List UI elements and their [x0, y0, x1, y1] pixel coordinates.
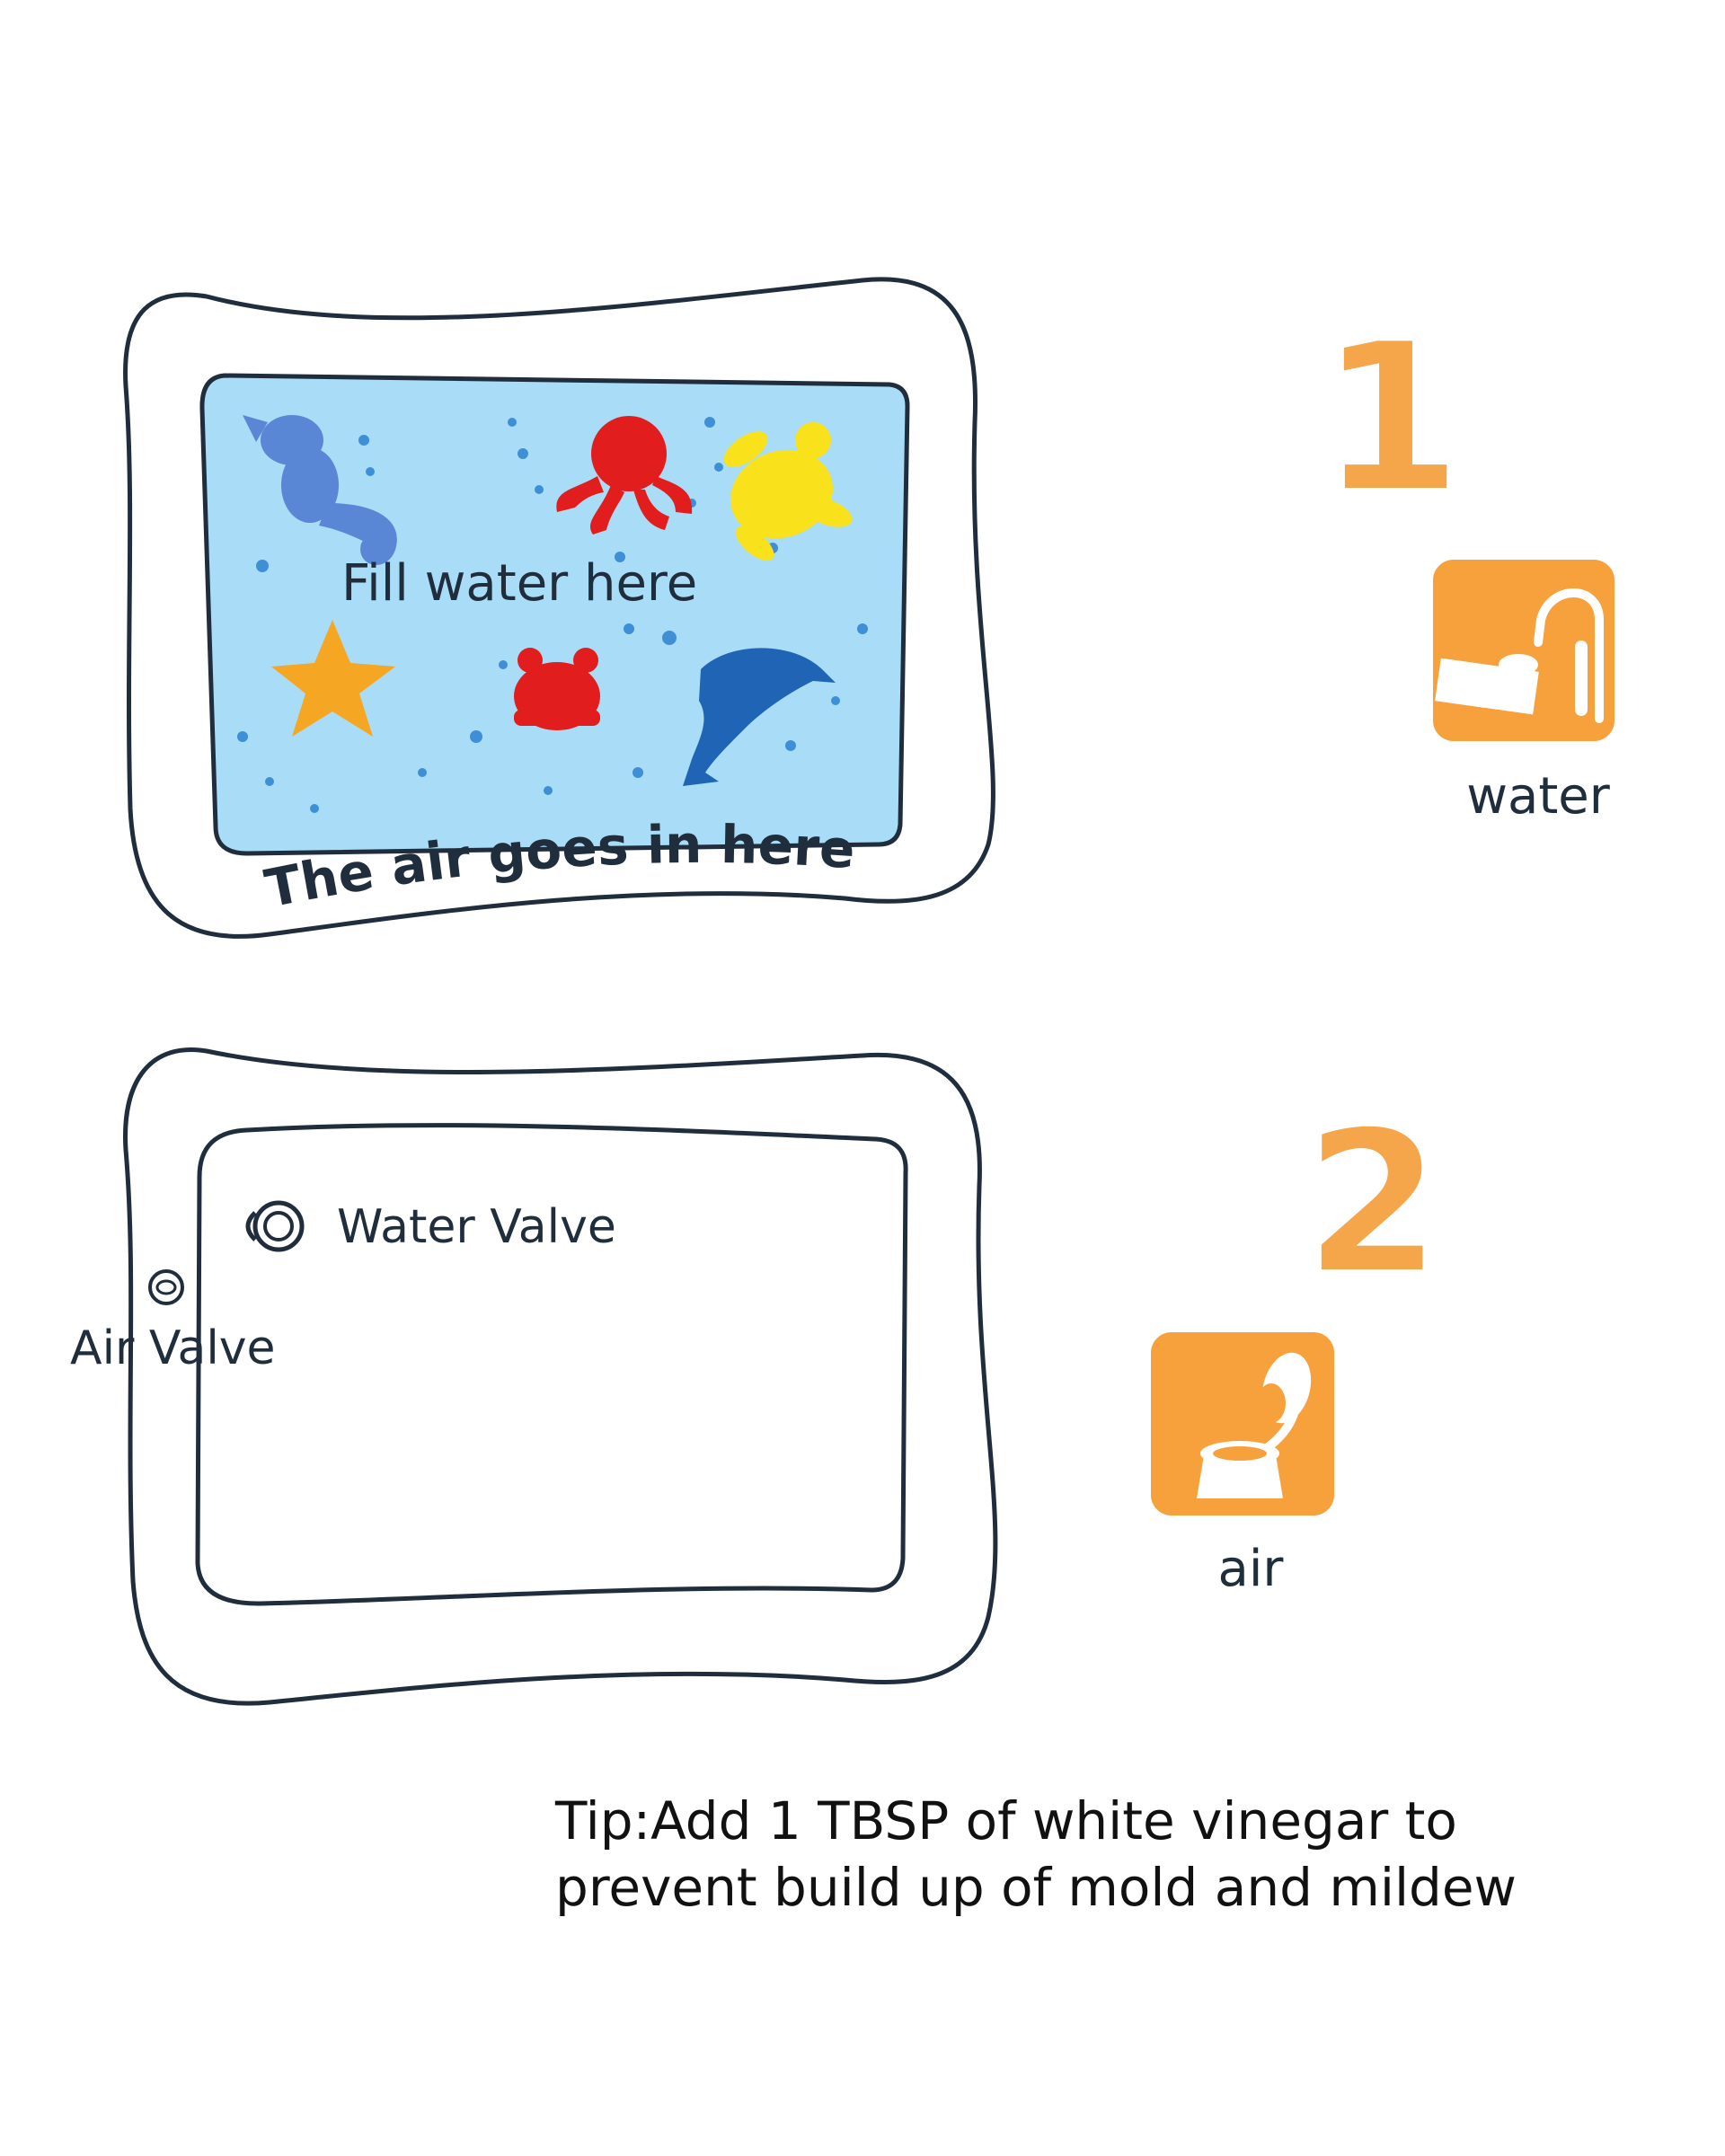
bubble [256, 560, 269, 572]
bubble [662, 631, 677, 645]
turtle-icon [723, 422, 853, 561]
bubble [237, 731, 248, 742]
air-valve-icon [148, 1269, 184, 1305]
water-icon-label: water [1466, 767, 1611, 826]
bubble [704, 417, 715, 428]
bubble [508, 418, 517, 427]
air-icon-label: air [1218, 1540, 1285, 1598]
step-2-number: 2 [1304, 1088, 1441, 1318]
bubble [535, 485, 544, 494]
step-1-number: 1 [1319, 299, 1463, 539]
bubble [470, 730, 482, 743]
dolphin-icon [683, 648, 836, 786]
bubble [265, 777, 274, 786]
bubble [785, 740, 796, 751]
tip-line-1: Tip:Add 1 TBSP of white vinegar to [555, 1790, 1457, 1851]
octopus-icon [556, 416, 693, 535]
bubble [358, 435, 369, 446]
water-mat-filled: Fill water here The air goes in here [123, 277, 995, 939]
mat-inner-outline [195, 1123, 908, 1606]
bubble [632, 767, 643, 778]
bubble [366, 467, 375, 476]
mat-outer-outline [123, 1047, 998, 1706]
seahorse-icon [243, 415, 397, 565]
tip-line-2: prevent build up of mold and mildew [555, 1857, 1517, 1918]
bubble [615, 552, 625, 562]
faucet-badge [1428, 554, 1620, 747]
bubble [544, 786, 553, 795]
water-valve-icon [245, 1200, 305, 1252]
bubble [624, 623, 634, 634]
water-mat-empty: Water Valve Air Valve [70, 1047, 998, 1706]
tip-text: Tip:Add 1 TBSP of white vinegar to preve… [555, 1788, 1651, 1921]
bubble [831, 696, 840, 705]
fill-water-label: Fill water here [341, 554, 697, 613]
bubble [714, 463, 723, 472]
air-valve-label: Air Valve [70, 1321, 276, 1375]
pump-icon [1197, 1352, 1312, 1498]
faucet-icon [1435, 588, 1604, 723]
bubble [518, 448, 528, 459]
bubble [310, 804, 319, 813]
bubble [857, 623, 868, 634]
bubble [418, 768, 427, 777]
water-valve-label: Water Valve [337, 1200, 616, 1254]
starfish-icon [271, 620, 395, 737]
bubble [499, 660, 508, 669]
pump-badge [1146, 1327, 1340, 1521]
crab-icon [514, 648, 600, 730]
